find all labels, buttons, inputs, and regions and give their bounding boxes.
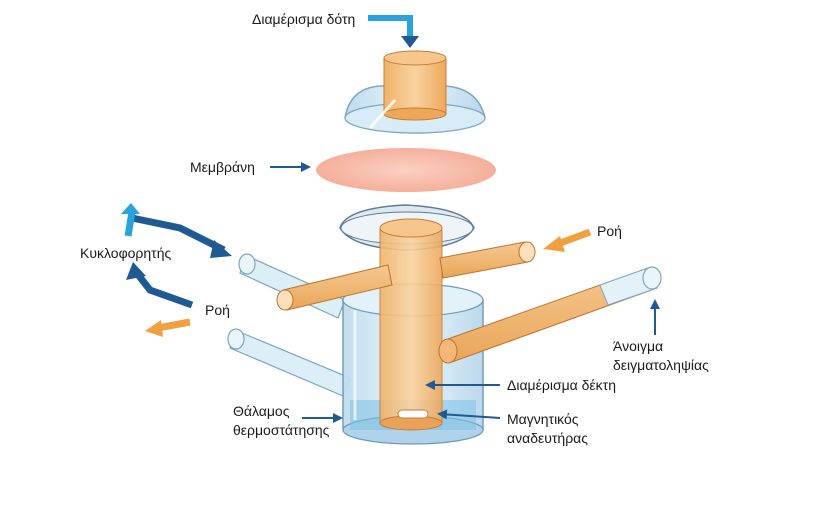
donor-arrow	[368, 15, 413, 38]
label-sampling-port-line1: Άνοιγμα	[613, 338, 663, 354]
label-sampling-port-line2: δειγματοληψίας	[613, 357, 709, 373]
label-circulator: Κυκλοφορητής	[80, 245, 171, 261]
donor-compartment	[344, 50, 486, 134]
label-thermostat-line2: θερμοστάτησης	[233, 422, 330, 438]
circulator-arrowhead-in	[126, 262, 146, 280]
flow-left-arrow	[157, 318, 191, 332]
label-membrane: Μεμβράνη	[190, 159, 255, 175]
membrane	[316, 148, 496, 192]
label-receptor-compartment: Διαμέρισμα δέκτη	[507, 377, 616, 393]
circulator-arrow-in	[133, 269, 194, 309]
circulator-tube-lower	[227, 328, 351, 397]
label-flow-right: Ροή	[597, 223, 622, 239]
label-stirrer-line1: Μαγνητικός	[507, 411, 579, 427]
circulator-arrow-tail	[124, 211, 136, 237]
circulator-arrow-out	[131, 214, 226, 254]
label-donor-compartment: Διαμέρισμα δότη	[252, 11, 355, 27]
circulator-arrowhead-out	[210, 240, 232, 258]
receptor-compartment	[379, 218, 443, 431]
label-thermostat-line1: Θάλαμος	[233, 403, 290, 419]
donor-arrowhead	[401, 36, 419, 48]
cross-tube	[276, 241, 536, 311]
stirrer-arrow	[437, 409, 501, 420]
sampling-port-tube	[438, 266, 662, 364]
magnetic-stirrer	[397, 409, 429, 419]
label-flow-left: Ροή	[205, 302, 230, 318]
label-stirrer-line2: αναδευτήρας	[507, 430, 588, 446]
